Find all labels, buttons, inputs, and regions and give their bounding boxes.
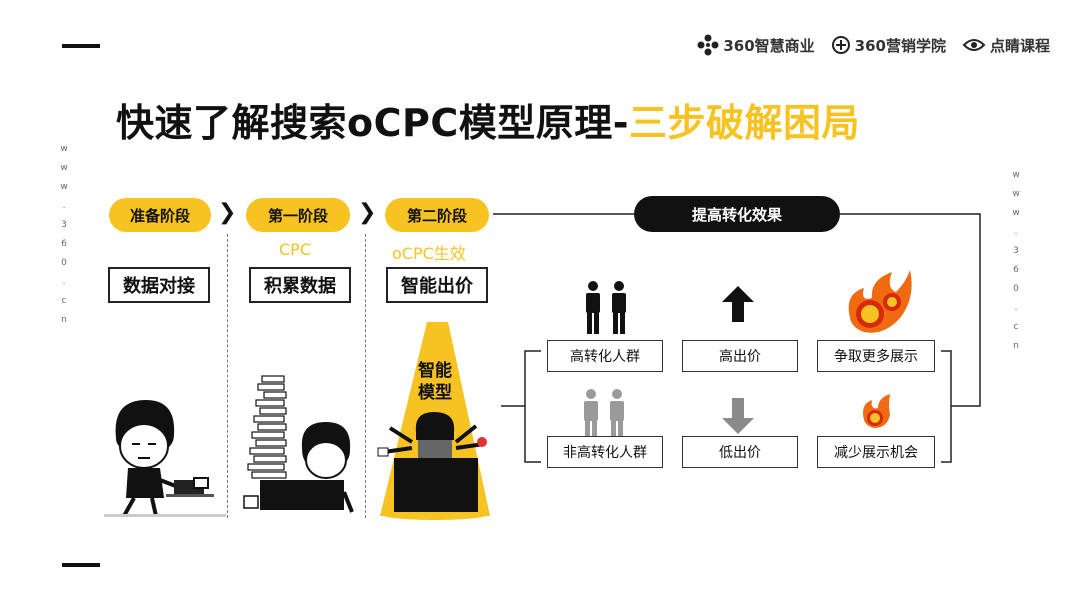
stage-pill-prep: 准备阶段 xyxy=(109,198,211,232)
dashed-separator-2 xyxy=(365,234,366,518)
stage-sub-ocpc: oCPC生效 xyxy=(392,244,466,263)
flower-icon xyxy=(697,34,719,56)
box-less-exposure: 减少展示机会 xyxy=(817,436,935,468)
page-title: 快速了解搜索oCPC模型原理-三步破解困局 xyxy=(116,92,860,147)
box-more-exposure: 争取更多展示 xyxy=(817,340,935,372)
paper-stack-illustration xyxy=(243,375,354,513)
box-low-conversion-group: 非高转化人群 xyxy=(547,436,663,468)
plus-circle-icon xyxy=(831,36,850,54)
smart-model-spotlight xyxy=(377,322,490,520)
logo-text-3: 点睛课程 xyxy=(989,36,1050,55)
logo-text-1: 360智慧商业 xyxy=(723,36,815,55)
logo-360-business: 360智慧商业 xyxy=(697,34,815,56)
fireball-large-icon xyxy=(848,270,912,333)
stage-box-smart-bid: 智能出价 xyxy=(386,267,488,303)
people-gray-icon xyxy=(584,389,624,442)
stage-arrow-1: ❯ xyxy=(218,200,237,225)
title-highlight: 三步破解困局 xyxy=(629,101,861,145)
stage-box-accumulate: 积累数据 xyxy=(249,267,351,303)
logo-dianjing: 点睛课程 xyxy=(962,35,1050,56)
people-dark-icon xyxy=(586,281,626,334)
box-high-conversion-group: 高转化人群 xyxy=(547,340,663,372)
stage-pill-first: 第一阶段 xyxy=(246,198,350,232)
eye-icon xyxy=(962,39,986,51)
stage-arrow-2: ❯ xyxy=(358,200,377,225)
logo-row: 360智慧商业 360营销学院 点睛课程 xyxy=(697,34,1050,56)
arrow-up-icon xyxy=(722,286,754,322)
stage-pill-second: 第二阶段 xyxy=(385,198,489,232)
stage-box-data-connect: 数据对接 xyxy=(108,267,210,303)
smart-model-label: 智能模型 xyxy=(418,361,452,403)
effect-header: 提高转化效果 xyxy=(634,196,840,232)
logo-text-2: 360营销学院 xyxy=(854,36,946,55)
dashed-separator-1 xyxy=(227,234,228,518)
stage-sub-cpc: CPC xyxy=(279,240,311,259)
person-laptop-illustration xyxy=(104,400,226,517)
fireball-small-icon xyxy=(863,394,890,428)
arrow-down-icon xyxy=(722,398,754,434)
box-high-bid: 高出价 xyxy=(682,340,798,372)
top-left-bar xyxy=(62,44,100,48)
logo-360-academy: 360营销学院 xyxy=(831,35,946,56)
bottom-left-bar xyxy=(62,563,100,567)
box-low-bid: 低出价 xyxy=(682,436,798,468)
title-main: 快速了解搜索oCPC模型原理- xyxy=(116,101,630,145)
